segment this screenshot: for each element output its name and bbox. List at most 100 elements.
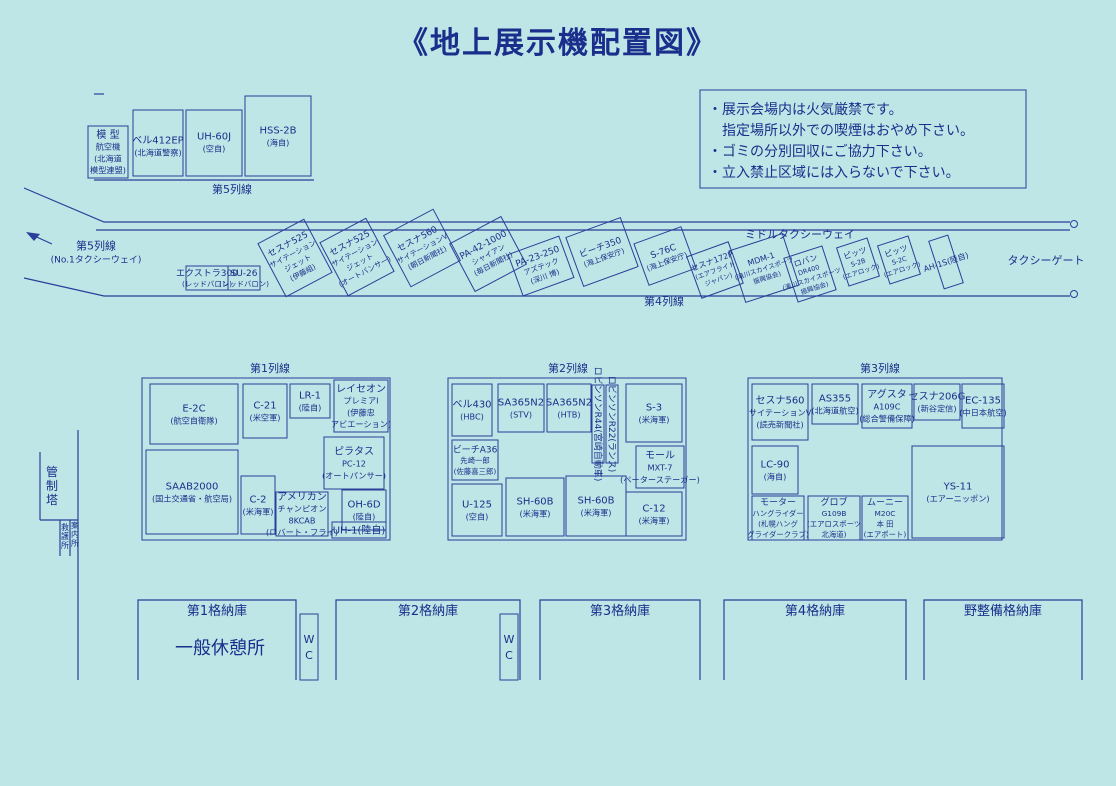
info-label: 案	[71, 520, 79, 530]
row1-label: 第1列線	[250, 361, 290, 375]
taxiway-lower	[23, 277, 1070, 297]
aircraft-box-label: (レッドバロン)	[219, 279, 269, 288]
aircraft-box	[323, 436, 385, 490]
row5-label: 第5列線	[212, 182, 252, 196]
aircraft-box	[807, 495, 861, 541]
aircraft-box-label: (読売新聞社)	[756, 419, 803, 429]
aircraft-box-label: MXT-7	[648, 463, 673, 473]
aircraft-box-label: (米海軍)	[243, 506, 274, 516]
aircraft-box-label: (米海軍)	[639, 515, 670, 525]
notice-line: ・展示会場内は火気厳禁です。	[708, 102, 903, 118]
aircraft-box-label: SAAB2000	[166, 482, 219, 493]
aircraft-rotated-frame	[565, 217, 639, 287]
aircraft-box-label: C-21	[253, 401, 276, 412]
aircraft-box-label: (HTB)	[557, 409, 580, 419]
wc-box	[499, 613, 519, 681]
wc-label: W	[504, 633, 515, 646]
aircraft-rotated-frame	[928, 234, 964, 290]
aircraft-box	[497, 383, 545, 433]
aircraft-box-label: OH-6D	[347, 500, 380, 511]
aircraft-box-label: レイセオン	[336, 383, 386, 395]
aircraft-box-label: (STV)	[510, 409, 532, 419]
aircraft-box-label: C-2	[250, 495, 267, 506]
rest-area-label: 一般休憩所	[175, 638, 265, 659]
aircraft-box-label: M20C	[875, 509, 896, 518]
aircraft-box-label: プレミアI	[343, 396, 378, 406]
hangar-label: 野整備格納庫	[964, 603, 1042, 619]
aircraft-box-label: (伊藤忠	[347, 407, 375, 417]
aircraft-box	[911, 445, 1005, 539]
info-label: 内	[71, 529, 79, 539]
aircraft-box-label: アビエーション)	[331, 419, 391, 429]
aircraft-box	[451, 439, 499, 481]
aircraft-box	[861, 383, 913, 429]
aircraft-box-label: アメリカン	[277, 491, 327, 503]
hangar-label: 第3格納庫	[590, 603, 650, 619]
page-title: 《地上展示機配置図》	[398, 26, 718, 61]
aircraft-label: 航空機	[96, 142, 121, 152]
tower-label: 塔	[46, 493, 58, 507]
aircraft-box-label: E-2C	[182, 404, 205, 415]
aircraft-box-label: 先崎一郎	[460, 456, 490, 465]
aircraft-box-label: (海自)	[764, 471, 787, 481]
aircraft-rotated-frame	[728, 233, 800, 303]
aircraft-box-label: G109B	[822, 509, 847, 518]
aircraft-box-label: 本 田	[876, 519, 893, 528]
aircraft-rotated-frame	[382, 208, 462, 288]
aircraft-rotated: ロビンソンR44(宮崎自動車)	[591, 367, 605, 482]
row2-label: 第2列線	[548, 361, 588, 375]
aircraft-box-label: (佐藤喜三郎)	[454, 467, 497, 476]
taxiway-mid-label: ミドルタクシーウェイ	[745, 228, 855, 241]
aircraft-box-label: モール	[645, 451, 675, 462]
aircraft-rotated-label: AH-1S(陸自)	[922, 250, 970, 274]
hangar-frame	[723, 599, 907, 680]
aircraft-box	[505, 477, 565, 537]
aircraft-box-label: (米海軍)	[520, 508, 551, 518]
taxiway-end-mark	[1070, 290, 1078, 298]
aircraft-box-label: (総合警備保障)	[859, 413, 915, 423]
aircraft-box-label: (新谷定信)	[917, 403, 956, 413]
hangar-label: 第4格納庫	[785, 603, 845, 619]
taxiway-end-mark	[1070, 220, 1078, 228]
aircraft-box-label: (国土交通省・航空局)	[152, 493, 232, 503]
aircraft-label: (北海道警察)	[134, 147, 181, 157]
aircraft-box-label: (中日本航空)	[959, 407, 1006, 417]
aircraft-box	[861, 495, 909, 541]
aircraft-rotated-frame	[876, 235, 922, 285]
aircraft-box-label: 8KCAB	[288, 515, 315, 525]
rescue-label: 救	[61, 522, 69, 532]
aircraft-box	[289, 383, 331, 419]
aircraft-box	[244, 95, 312, 177]
aircraft-box-label: (レッドバロン)	[182, 279, 232, 288]
aircraft-box	[275, 491, 329, 537]
aircraft-box-label: (エアロスポーツ	[807, 519, 861, 528]
rescue-label: 所	[61, 540, 69, 550]
hangar-frame	[923, 599, 1083, 680]
aircraft-label: ベル412EP	[132, 135, 183, 147]
aircraft-box-label: エクストラ300	[176, 268, 238, 279]
aircraft-box	[242, 383, 288, 439]
aircraft-box	[240, 475, 276, 535]
aircraft-rotated-frame	[449, 215, 527, 293]
aircraft-rotated: S-76C(海上保安庁)	[633, 226, 697, 286]
aircraft-box-label: (米海軍)	[581, 507, 612, 517]
aircraft-box-label: グロブ	[820, 496, 847, 508]
aircraft-box	[751, 383, 809, 441]
aircraft-rotated-frame	[633, 226, 697, 286]
aircraft-box	[132, 109, 184, 177]
aircraft-box-label: (オートパンサー)	[322, 470, 386, 480]
aircraft-box-label: (米空軍)	[250, 412, 281, 422]
aircraft-box	[341, 489, 387, 531]
notice-line: ・ゴミの分別回収にご協力下さい。	[708, 143, 932, 160]
aircraft-rotated-label: ロビンソンR44(宮崎自動車)	[592, 367, 604, 482]
aircraft-rotated-frame	[319, 217, 395, 297]
aircraft-box-label: SA365N2	[546, 398, 592, 409]
aircraft-rotated-frame	[257, 218, 333, 298]
notice-panel	[699, 89, 1027, 189]
aircraft-box	[87, 125, 129, 179]
